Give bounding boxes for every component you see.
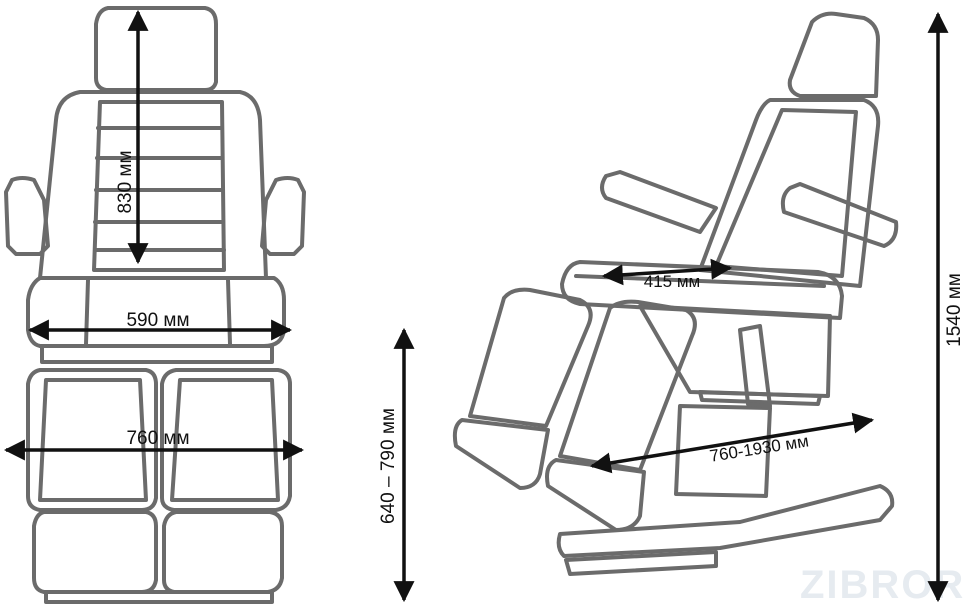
total-height-label: 1540 мм xyxy=(944,273,965,347)
seat-height-label: 640 – 790 мм xyxy=(378,408,399,524)
watermark: ZIBROR xyxy=(800,563,965,607)
dimension-labels: 830 мм 590 мм 760 мм 640 – 790 мм 415 мм… xyxy=(115,150,965,524)
back-height-label: 830 мм xyxy=(115,150,136,213)
side-view-chair xyxy=(452,11,899,576)
seat-width-label: 590 мм xyxy=(126,310,189,331)
seat-depth-line xyxy=(601,258,733,286)
dimension-lines xyxy=(3,9,949,603)
front-view-chair xyxy=(4,6,306,604)
length-label: 760-1930 мм xyxy=(708,431,810,465)
total-width-label: 760 мм xyxy=(126,428,189,449)
length-line xyxy=(589,412,875,474)
seat-depth-label: 415 мм xyxy=(644,272,700,291)
